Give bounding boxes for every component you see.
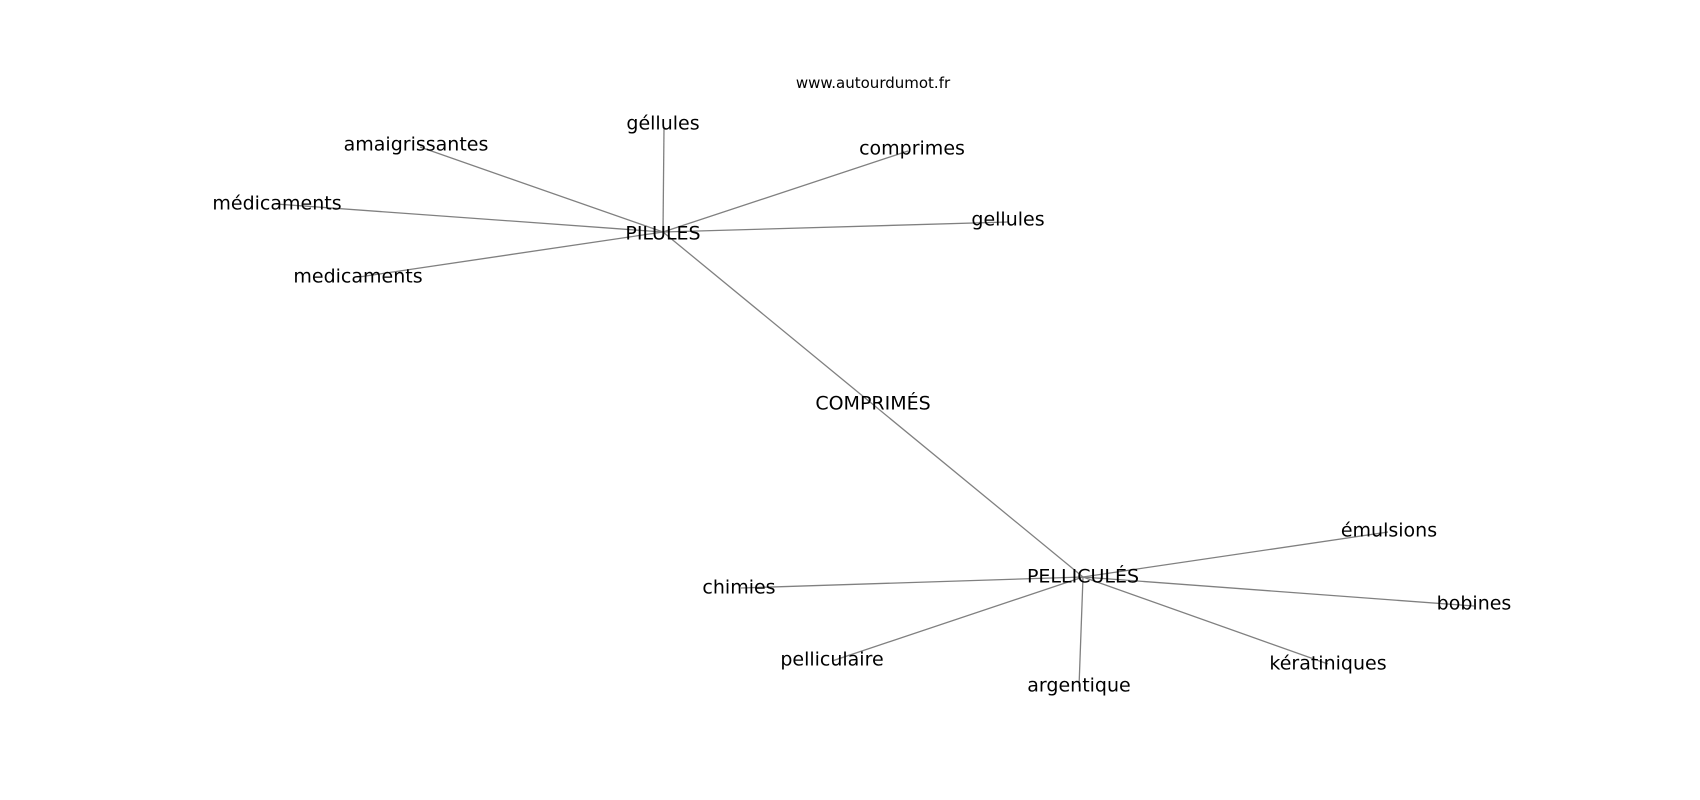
node-comprimes: comprimes (859, 138, 965, 160)
edge-pilules-comprimes (662, 150, 909, 233)
node-medicaments: médicaments (212, 193, 341, 215)
edge-pellicules-emulsions (1082, 531, 1389, 578)
node-medicaments: medicaments (293, 266, 422, 288)
edge-pellicules-keratiniques (1082, 576, 1329, 665)
edge-pilules-gellules (662, 221, 1009, 233)
node-gellules: gellules (971, 209, 1044, 231)
edge-pellicules-argentique (1078, 576, 1084, 688)
node-argentique: argentique (1027, 675, 1130, 697)
graph-edges (275, 127, 1475, 688)
node-pilules: PILULES (625, 223, 700, 245)
edge-pilules-pellicules (662, 231, 1084, 578)
node-pelliculaire: pelliculaire (780, 649, 883, 671)
node-emulsions: émulsions (1341, 520, 1437, 542)
edge-pilules-gellules (662, 127, 665, 233)
node-bobines: bobines (1437, 593, 1512, 615)
node-amaigrissantes: amaigrissantes (344, 134, 489, 156)
graph-labels: COMPRIMÉS PILULES PELLICULÉS géllules amaigr… (212, 113, 1511, 697)
source-watermark: www.autourdumot.fr (796, 74, 951, 92)
node-comprimes: COMPRIMÉS (815, 392, 930, 415)
edge-pilules-amaigrissantes (419, 146, 664, 233)
edge-pellicules-pelliculaire (831, 576, 1084, 662)
node-gellules: géllules (626, 113, 699, 135)
node-pellicules: PELLICULÉS (1027, 565, 1139, 588)
edge-pellicules-bobines (1082, 576, 1475, 607)
node-keratiniques: kératiniques (1269, 653, 1386, 675)
node-chimies: chimies (702, 577, 775, 599)
edge-pilules-medicaments (275, 203, 664, 233)
edge-pilules-medicaments (358, 231, 664, 278)
plot-area-clip (0, 0, 214, 800)
edge-pellicules-chimies (740, 576, 1084, 589)
